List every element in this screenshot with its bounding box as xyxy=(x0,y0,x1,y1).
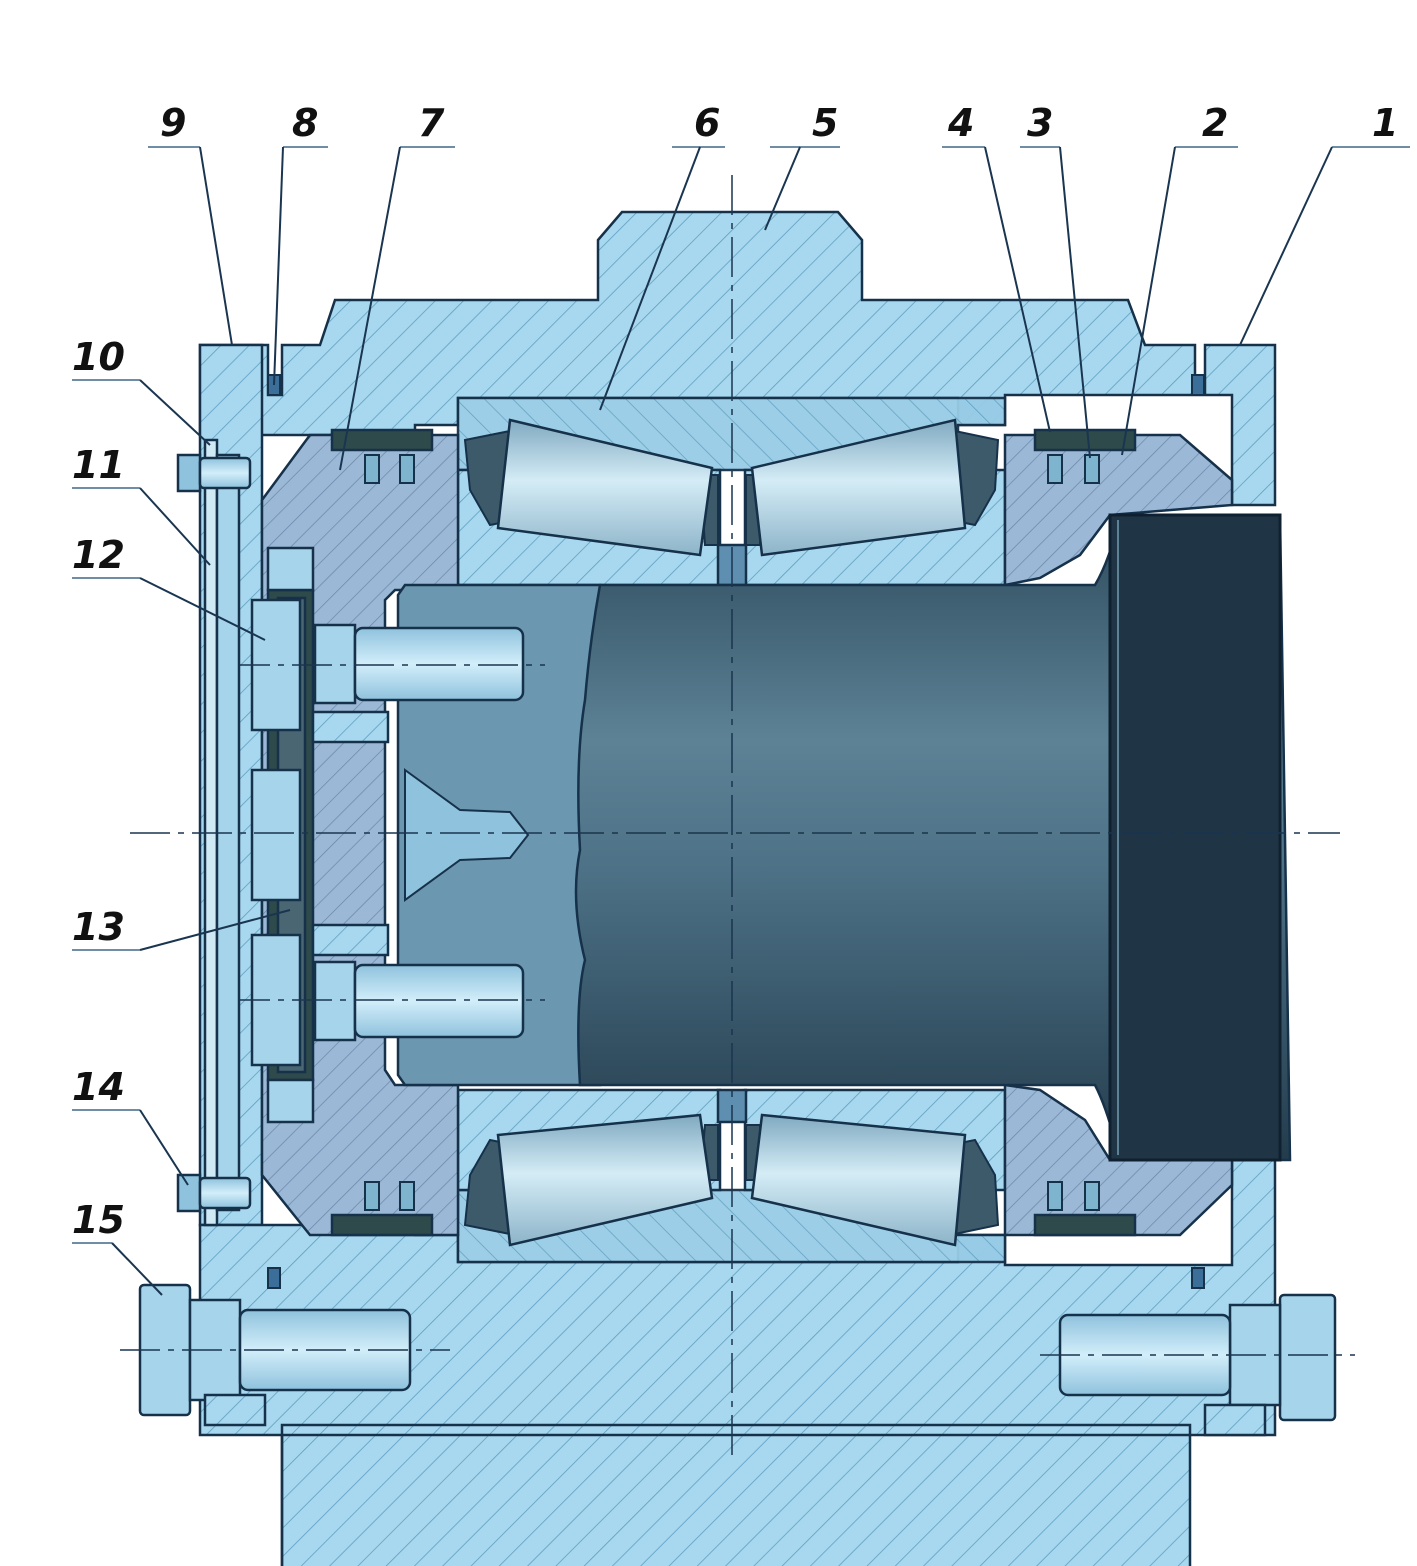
o-rings xyxy=(267,374,1205,1289)
callout-5: 5 xyxy=(812,101,838,145)
callout-labels: 1 2 3 4 5 6 7 8 9 10 11 12 13 14 15 xyxy=(72,101,1398,1242)
end-plate-bolts xyxy=(230,623,545,1042)
callout-13: 13 xyxy=(72,905,125,949)
callout-8: 8 xyxy=(292,101,318,145)
callout-6: 6 xyxy=(694,101,720,145)
callout-4: 4 xyxy=(947,101,974,145)
tapered-rollers xyxy=(463,418,1000,1247)
callout-10: 10 xyxy=(72,335,125,379)
center-lines xyxy=(120,175,1355,1460)
callout-3: 3 xyxy=(1027,101,1053,145)
callout-9: 9 xyxy=(160,101,186,145)
callout-2: 2 xyxy=(1202,101,1228,145)
callout-12: 12 xyxy=(72,533,125,577)
shaft-journal xyxy=(396,513,1292,1162)
callout-15: 15 xyxy=(72,1198,125,1242)
callout-11: 11 xyxy=(72,443,125,487)
callout-7: 7 xyxy=(418,101,445,145)
leader-lines xyxy=(72,146,1410,1296)
callout-14: 14 xyxy=(72,1065,125,1109)
callout-1: 1 xyxy=(1372,101,1398,145)
